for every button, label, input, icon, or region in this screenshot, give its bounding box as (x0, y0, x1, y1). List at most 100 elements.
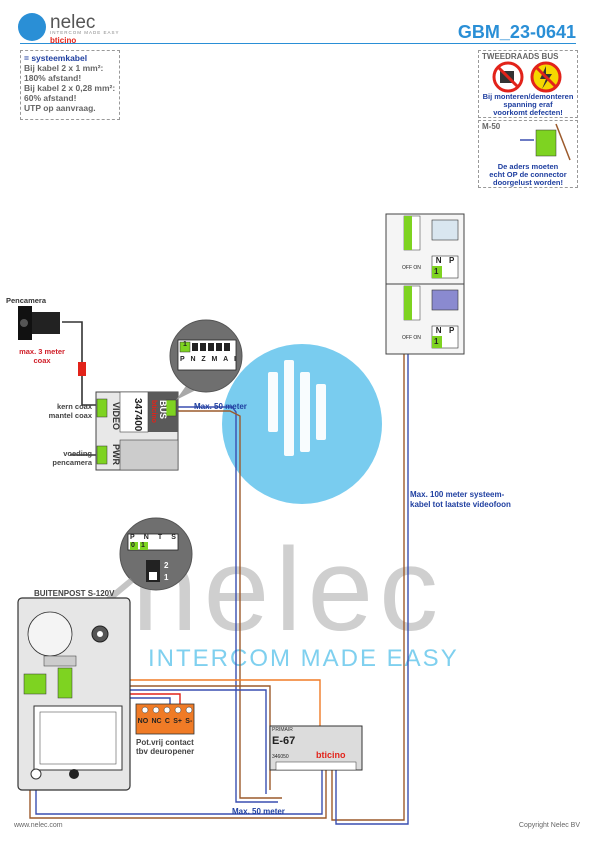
logo-text: nelec (50, 12, 96, 33)
monitor2-terminal-n: N (435, 326, 442, 335)
relay-terminal-no: NO (137, 718, 149, 725)
monitor2-switch: OFF ON (402, 335, 421, 341)
zoom-value: 1 (183, 341, 187, 348)
note-line-2: 180% afstand! (24, 73, 82, 83)
bus-cable-1 (176, 406, 278, 803)
monitor1-value: 1 (434, 267, 439, 276)
relay-module (135, 703, 195, 735)
module-video-label: VIDEO (111, 402, 121, 431)
outdoor-switch-2: 2 (164, 561, 169, 570)
footer-copyright: Copyright Nelec BV (518, 822, 580, 829)
outdoor-terminal-t: T (157, 534, 163, 541)
pencamera-label: Pencamera (6, 296, 47, 305)
camera-max-unit: coax (33, 356, 51, 365)
module-code: 347400 (132, 398, 143, 432)
warning-box: TWEEDRAADS BUS Bij monteren/demonteren s… (478, 50, 578, 118)
outdoor-terminal-s: S (171, 534, 176, 541)
distance-top-50: Max. 50 meter (194, 402, 247, 411)
m50-line-2: echt OP de connector (489, 170, 567, 179)
watermark-slogan: INTERCOM MADE EASY (148, 645, 459, 672)
relay-terminal-c: C (164, 718, 170, 725)
distance-100-line2: kabel tot laatste videofoon (410, 500, 511, 509)
relay-terminal-nc: NC (151, 718, 162, 725)
monitor-2 (385, 283, 465, 355)
no-plug-icon (492, 61, 524, 93)
outdoor-zoom-terminals: P N T S (130, 534, 176, 541)
note-line-5: UTP op aanvraag. (24, 103, 96, 113)
doc-code: GBM_23-0641 (457, 22, 576, 42)
zoom-terminal-i: I (233, 356, 236, 363)
outdoor-unit (17, 597, 131, 791)
zoom-terminal-a: A (223, 356, 229, 363)
module-bus-label: BUS (158, 400, 168, 420)
note-box: = systeemkabel Bij kabel 2 x 1 mm²: 180%… (20, 50, 120, 120)
relay-label-1: Pot.vrij contact (136, 738, 194, 747)
warning-line-2: spanning eraf (503, 100, 553, 109)
relay-label-2: tbv deuropener (136, 747, 195, 756)
note-line-3: Bij kabel 2 x 0,28 mm²: (24, 83, 116, 93)
outdoor-label: BUITENPOST S-120V (34, 589, 115, 598)
zoom-terminal-m: M (211, 356, 218, 363)
psu-label: PRIMAIR (272, 727, 293, 733)
warning-title: TWEEDRAADS BUS (482, 52, 559, 61)
watermark-bars-icon (268, 360, 326, 456)
connector-zoom (169, 319, 243, 400)
monitor2-terminal-p: P (448, 326, 455, 335)
footer-website[interactable]: www.nelec.com (14, 822, 63, 829)
note-title: = systeemkabel (24, 53, 88, 63)
outdoor-cable-3 (70, 679, 321, 740)
relay-terminal-splus: S+ (173, 718, 182, 725)
psu-code: 346050 (272, 754, 289, 760)
power-supply (269, 725, 363, 771)
pencamera-icon (18, 306, 60, 340)
m50-line-1: De aders moeten (497, 162, 559, 171)
camera-max-label: max. 3 meter (19, 347, 65, 356)
module-pwr-label: PWR (111, 444, 121, 465)
module-347400 (95, 391, 179, 471)
power-label-1: voeding (63, 449, 92, 458)
module-brand: bticino (150, 400, 157, 423)
note-line-4: 60% afstand! (24, 93, 77, 103)
header-divider (20, 43, 576, 44)
relay-terminal-smin: S- (185, 718, 193, 725)
zoom-terminal-n: N (190, 356, 196, 363)
outdoor-zoom-value-0: 0 (131, 542, 135, 549)
monitor1-switch: OFF ON (402, 265, 421, 271)
logo-brand: bticino (50, 36, 77, 45)
outdoor-cable-2 (70, 689, 267, 794)
logo-sub: INTERCOM MADE EASY (50, 30, 120, 35)
monitor2-value: 1 (434, 337, 439, 346)
outdoor-terminal-n: N (143, 534, 149, 541)
coax-shield-label: mantel coax (48, 411, 92, 420)
outdoor-zoom-value-1: 1 (141, 542, 145, 549)
warning-line-3: voorkomt defecten! (493, 108, 563, 117)
outdoor-switch-1: 1 (164, 573, 169, 582)
coax-core-label: kern coax (56, 402, 92, 411)
psu-brand: bticino (316, 750, 346, 760)
zoom-terminals: P N Z M A I (180, 356, 236, 363)
power-label-2: pencamera (52, 458, 92, 467)
m50-line-3: doorgelust worden! (493, 178, 563, 187)
monitor1-terminals: N P (432, 256, 458, 265)
no-power-icon (530, 61, 562, 93)
psu-model: E-67 (272, 735, 296, 747)
m50-connector-icon (520, 123, 571, 161)
zoom-terminal-z: Z (201, 356, 206, 363)
monitor-1 (385, 213, 465, 285)
relay-terminals: NO NC C S+ S- (136, 718, 194, 725)
monitor2-terminals: N P (432, 326, 458, 335)
outdoor-terminal-p: P (130, 534, 135, 541)
logo-icon (18, 13, 46, 41)
lower-loop-2 (35, 770, 323, 815)
m50-title: M-50 (482, 122, 501, 131)
warning-line-1: Bij monteren/demonteren (482, 92, 574, 101)
distance-bottom-50: Max. 50 meter (232, 807, 285, 816)
distance-100-line1: Max. 100 meter systeem- (410, 490, 505, 499)
m50-box: M-50 De aders moeten echt OP de connecto… (478, 120, 578, 188)
lower-loop-1 (29, 770, 327, 819)
bus-cable-2 (176, 410, 282, 799)
monitor1-terminal-p: P (448, 256, 455, 265)
monitor1-terminal-n: N (435, 256, 442, 265)
